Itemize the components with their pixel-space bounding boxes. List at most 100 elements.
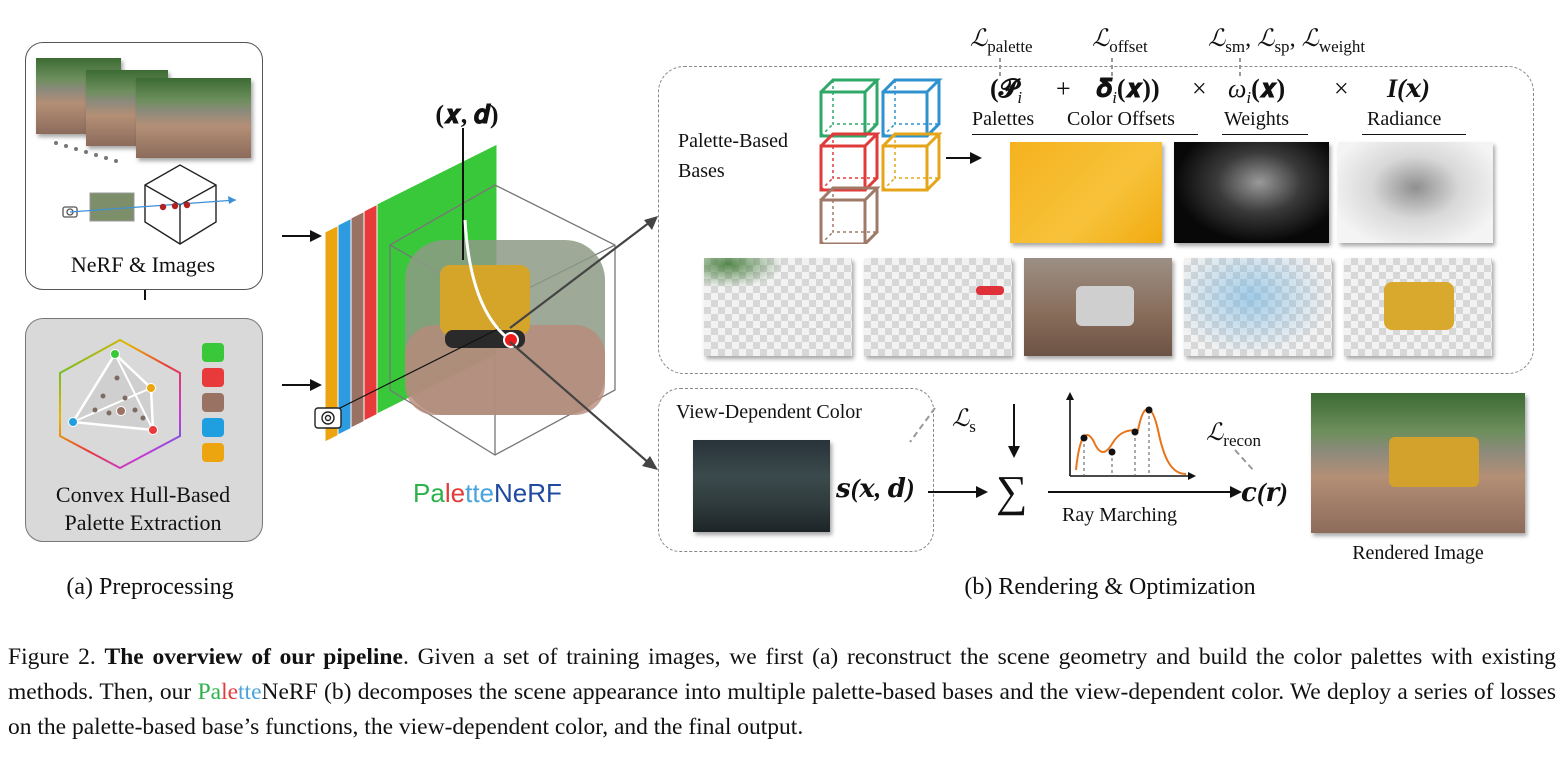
palette-cubes	[819, 78, 943, 244]
loss-recon: ℒrecon	[1206, 420, 1262, 450]
convex-hull-diagram	[59, 338, 181, 470]
query-point	[503, 332, 519, 348]
training-image-3	[136, 78, 251, 158]
sample-ray	[69, 199, 237, 213]
arrow-right-icon	[946, 152, 982, 164]
subcaption-a: (a) Preprocessing	[66, 574, 234, 600]
palettenerf-diagram	[282, 128, 616, 456]
label-color-offsets: Color Offsets	[1067, 108, 1175, 130]
view-dependent-image	[693, 440, 830, 532]
palette-bases-panel	[658, 66, 1534, 374]
base-layer-brown	[1024, 258, 1172, 356]
palette-vertex-orange	[146, 383, 156, 393]
rendering-flow	[909, 392, 1256, 498]
eq-times-1: ×	[1192, 74, 1207, 103]
toy-bulldozer	[440, 265, 530, 335]
rendered-image	[1311, 393, 1525, 533]
name-part-tte: tte	[465, 478, 495, 508]
eq-palette: (𝓟i	[990, 74, 1023, 108]
palette-vertex-green	[110, 349, 120, 359]
palette-swatch-4	[202, 418, 224, 437]
vdc-label: View-Dependent Color	[676, 401, 862, 423]
loss-offset: ℒoffset	[1092, 26, 1148, 56]
caption-text-1: . Given a set of training images, we fir…	[8, 644, 1557, 705]
eq-times-2: ×	[1334, 74, 1349, 103]
palette-swatch-3	[202, 393, 224, 412]
palette-cube	[819, 132, 881, 192]
nerf-images-label: NeRF & Images	[70, 252, 216, 277]
nerf-cube	[144, 164, 217, 245]
view-dependent-panel	[658, 388, 934, 552]
rendered-image-label: Rendered Image	[1352, 542, 1484, 564]
base-layer-green	[704, 258, 852, 356]
color-hexagon	[59, 338, 181, 470]
bases-label: Palette-Based Bases	[678, 126, 788, 186]
palette-extraction-label: Convex Hull-Based Palette Extraction	[25, 481, 261, 537]
eq-plus: +	[1056, 74, 1071, 103]
loss-weight-group: ℒsm, ℒsp, ℒweight	[1208, 26, 1366, 56]
loss-palette: ℒpalette	[970, 26, 1033, 56]
figure-number: Figure 2.	[8, 644, 96, 670]
figure-caption: Figure 2. The overview of our pipeline. …	[8, 640, 1556, 745]
palettenerf-label: PaletteNeRF	[395, 478, 580, 509]
label-palettes: Palettes	[972, 108, 1035, 130]
sample-point	[183, 201, 191, 209]
sample-point	[171, 202, 179, 210]
weight-output-image	[1174, 142, 1329, 243]
loss-s: ℒs	[952, 406, 976, 436]
arrow-down-icon	[1008, 446, 1020, 458]
input-xd: (𝒙, 𝒅)	[435, 100, 499, 129]
arrow-right-icon	[310, 230, 322, 242]
palette-vertex-brown	[116, 406, 126, 416]
palette-cube	[881, 78, 943, 138]
arrow-right-icon	[976, 486, 988, 498]
palette-extraction-label-line1: Convex Hull-Based	[55, 482, 231, 507]
underline-weights	[1222, 134, 1308, 135]
loss-recon-dash	[1234, 449, 1256, 473]
palette-cube	[881, 132, 943, 192]
palette-swatch-5	[202, 443, 224, 462]
radiance-output-image	[1338, 142, 1493, 243]
underline-palette-offsets	[972, 134, 1198, 135]
underline-radiance	[1362, 134, 1466, 135]
c-term: 𝒄(𝒓)	[1241, 478, 1288, 507]
palette-cube	[819, 186, 881, 244]
subcaption-b: (b) Rendering & Optimization	[964, 574, 1256, 600]
label-radiance: Radiance	[1367, 108, 1442, 130]
bases-label-line2: Bases	[678, 160, 725, 182]
name-part-nerf: NeRF	[494, 478, 562, 508]
sum-symbol: ∑	[996, 467, 1028, 516]
view-image	[89, 192, 135, 222]
eq-weight: ωi(𝒙)	[1228, 74, 1286, 108]
base-layer-red	[864, 258, 1012, 356]
palette-output-image	[1010, 142, 1162, 243]
palette-vertex-blue	[68, 417, 78, 427]
density-plot	[1066, 392, 1196, 480]
connector-arrows	[509, 216, 658, 470]
arrow-up-right-icon	[644, 216, 658, 230]
base-layer-yellow	[1344, 258, 1492, 356]
image-sequence-dots	[54, 141, 118, 163]
caption-text-2: (b) decomposes the scene appearance into…	[8, 679, 1556, 740]
palette-swatch-1	[202, 343, 224, 362]
base-layer-blue	[1184, 258, 1332, 356]
ray-marching-label: Ray Marching	[1062, 504, 1177, 526]
sample-point	[159, 203, 167, 211]
bases-label-line1: Palette-Based	[678, 130, 788, 152]
eq-offset: 𝜹i(𝒙))	[1096, 74, 1160, 108]
pixel-color-points	[92, 375, 146, 421]
eq-radiance: I(𝒙)	[1387, 74, 1430, 103]
preprocess-diagram	[54, 141, 237, 300]
ray-arrow-icon	[228, 196, 236, 204]
label-weights: Weights	[1224, 108, 1290, 130]
palette-vertex-red	[148, 425, 158, 435]
loss-dashes	[999, 58, 1241, 76]
name-part-pa: Pa	[413, 478, 445, 508]
name-part-le: le	[444, 478, 466, 508]
arrow-right-icon	[310, 379, 322, 391]
palette-cube	[819, 78, 881, 138]
palette-swatch-2	[202, 368, 224, 387]
palette-extraction-label-line2: Palette Extraction	[64, 510, 222, 535]
arrow-right-icon	[1230, 486, 1242, 498]
s-term: 𝒔(𝒙, 𝒅)	[836, 474, 915, 503]
